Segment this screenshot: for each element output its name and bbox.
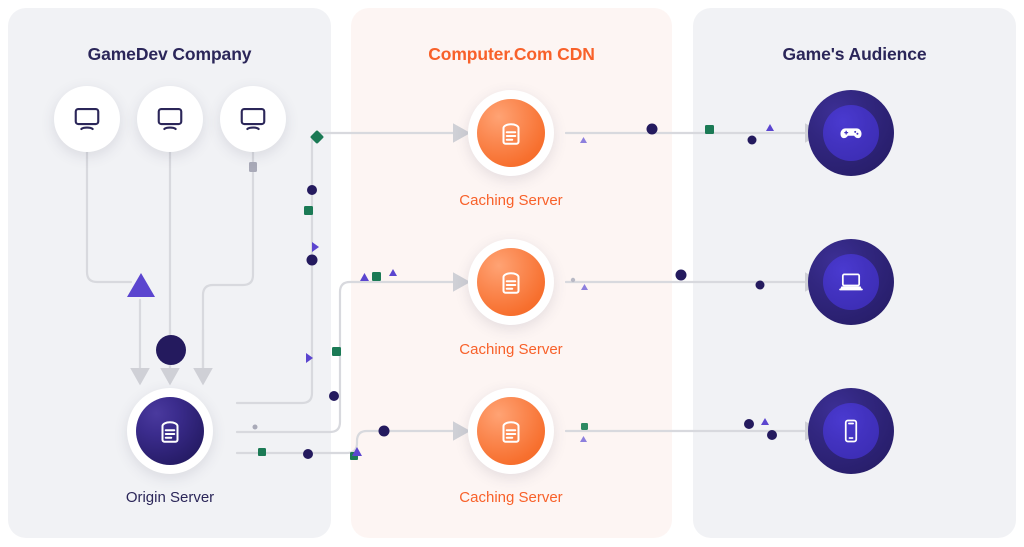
particle-dot <box>303 449 313 459</box>
particle-triangle <box>761 418 769 425</box>
particle-square <box>304 206 313 215</box>
panel-title-audience: Game's Audience <box>782 44 927 64</box>
caching-server-disc <box>477 397 545 465</box>
particle-triangle <box>580 137 587 143</box>
workstation-2[interactable] <box>137 86 203 152</box>
particle-triangle <box>389 269 397 276</box>
particle-dot <box>329 391 339 401</box>
caching-server-node-3[interactable] <box>468 388 554 474</box>
particle-dot <box>675 269 687 281</box>
monitor-icon <box>157 107 183 131</box>
particle-square <box>372 272 381 281</box>
wire-origin-to-cache1 <box>235 123 471 405</box>
particle-diamond <box>310 130 324 144</box>
particle-triangle <box>360 273 369 281</box>
particle-dot <box>747 135 757 145</box>
caching-server-node-2[interactable] <box>468 239 554 325</box>
caching-server-label-2: Caching Server <box>459 341 563 358</box>
audience-disc <box>823 254 879 310</box>
particle-square <box>258 448 266 456</box>
wire-origin-to-cache3 <box>235 421 471 455</box>
audience-device-smartphone[interactable] <box>808 388 894 474</box>
particle-small-dot <box>570 277 576 283</box>
particle-dot <box>744 419 754 429</box>
audience-device-laptop[interactable] <box>808 239 894 325</box>
audience-disc <box>823 105 879 161</box>
audience-device-gamepad[interactable] <box>808 90 894 176</box>
wire-origin-to-cache2 <box>235 272 471 434</box>
particle-dot <box>646 123 658 135</box>
laptop-icon <box>839 273 863 291</box>
server-icon <box>502 123 520 145</box>
wire-ws1-to-origin <box>85 150 133 284</box>
audience-disc <box>823 403 879 459</box>
caching-server-label-1: Caching Server <box>459 192 563 209</box>
traffic-dot-marker <box>156 335 186 365</box>
monitor-icon <box>74 107 100 131</box>
caching-server-disc <box>477 99 545 167</box>
particle-dot <box>378 425 390 437</box>
particle-square <box>581 423 588 430</box>
caching-server-disc <box>477 248 545 316</box>
flow-particles <box>249 123 777 460</box>
panel-title-cdn: Computer.Com CDN <box>428 44 595 64</box>
origin-server-label: Origin Server <box>125 489 215 506</box>
caching-server-node-1[interactable] <box>468 90 554 176</box>
particle-grey-marker <box>249 162 257 172</box>
particle-dot <box>767 430 777 440</box>
smartphone-icon <box>844 419 858 443</box>
particle-dot <box>307 185 317 195</box>
server-icon <box>502 272 520 294</box>
particle-small-dot <box>252 424 258 430</box>
particle-triangle <box>312 242 319 252</box>
workstation-1[interactable] <box>54 86 120 152</box>
traffic-triangle-marker <box>127 273 155 297</box>
origin-server-disc <box>136 397 204 465</box>
particle-dot <box>306 254 318 266</box>
wire-ws3-to-origin <box>201 150 255 374</box>
particle-triangle <box>580 436 587 442</box>
particle-square <box>705 125 714 134</box>
server-icon <box>502 421 520 443</box>
particle-dot <box>755 280 765 290</box>
particle-square <box>332 347 341 356</box>
panel-title-gamedev: GameDev Company <box>87 44 252 64</box>
workstation-3[interactable] <box>220 86 286 152</box>
origin-server-node[interactable] <box>127 388 213 474</box>
particle-triangle <box>766 124 774 131</box>
server-icon <box>161 421 179 443</box>
gamepad-icon <box>840 128 862 139</box>
particle-triangle <box>306 353 313 363</box>
monitor-icon <box>240 107 266 131</box>
caching-server-label-3: Caching Server <box>459 489 563 506</box>
particle-triangle <box>581 284 588 290</box>
particle-triangle <box>352 447 362 456</box>
